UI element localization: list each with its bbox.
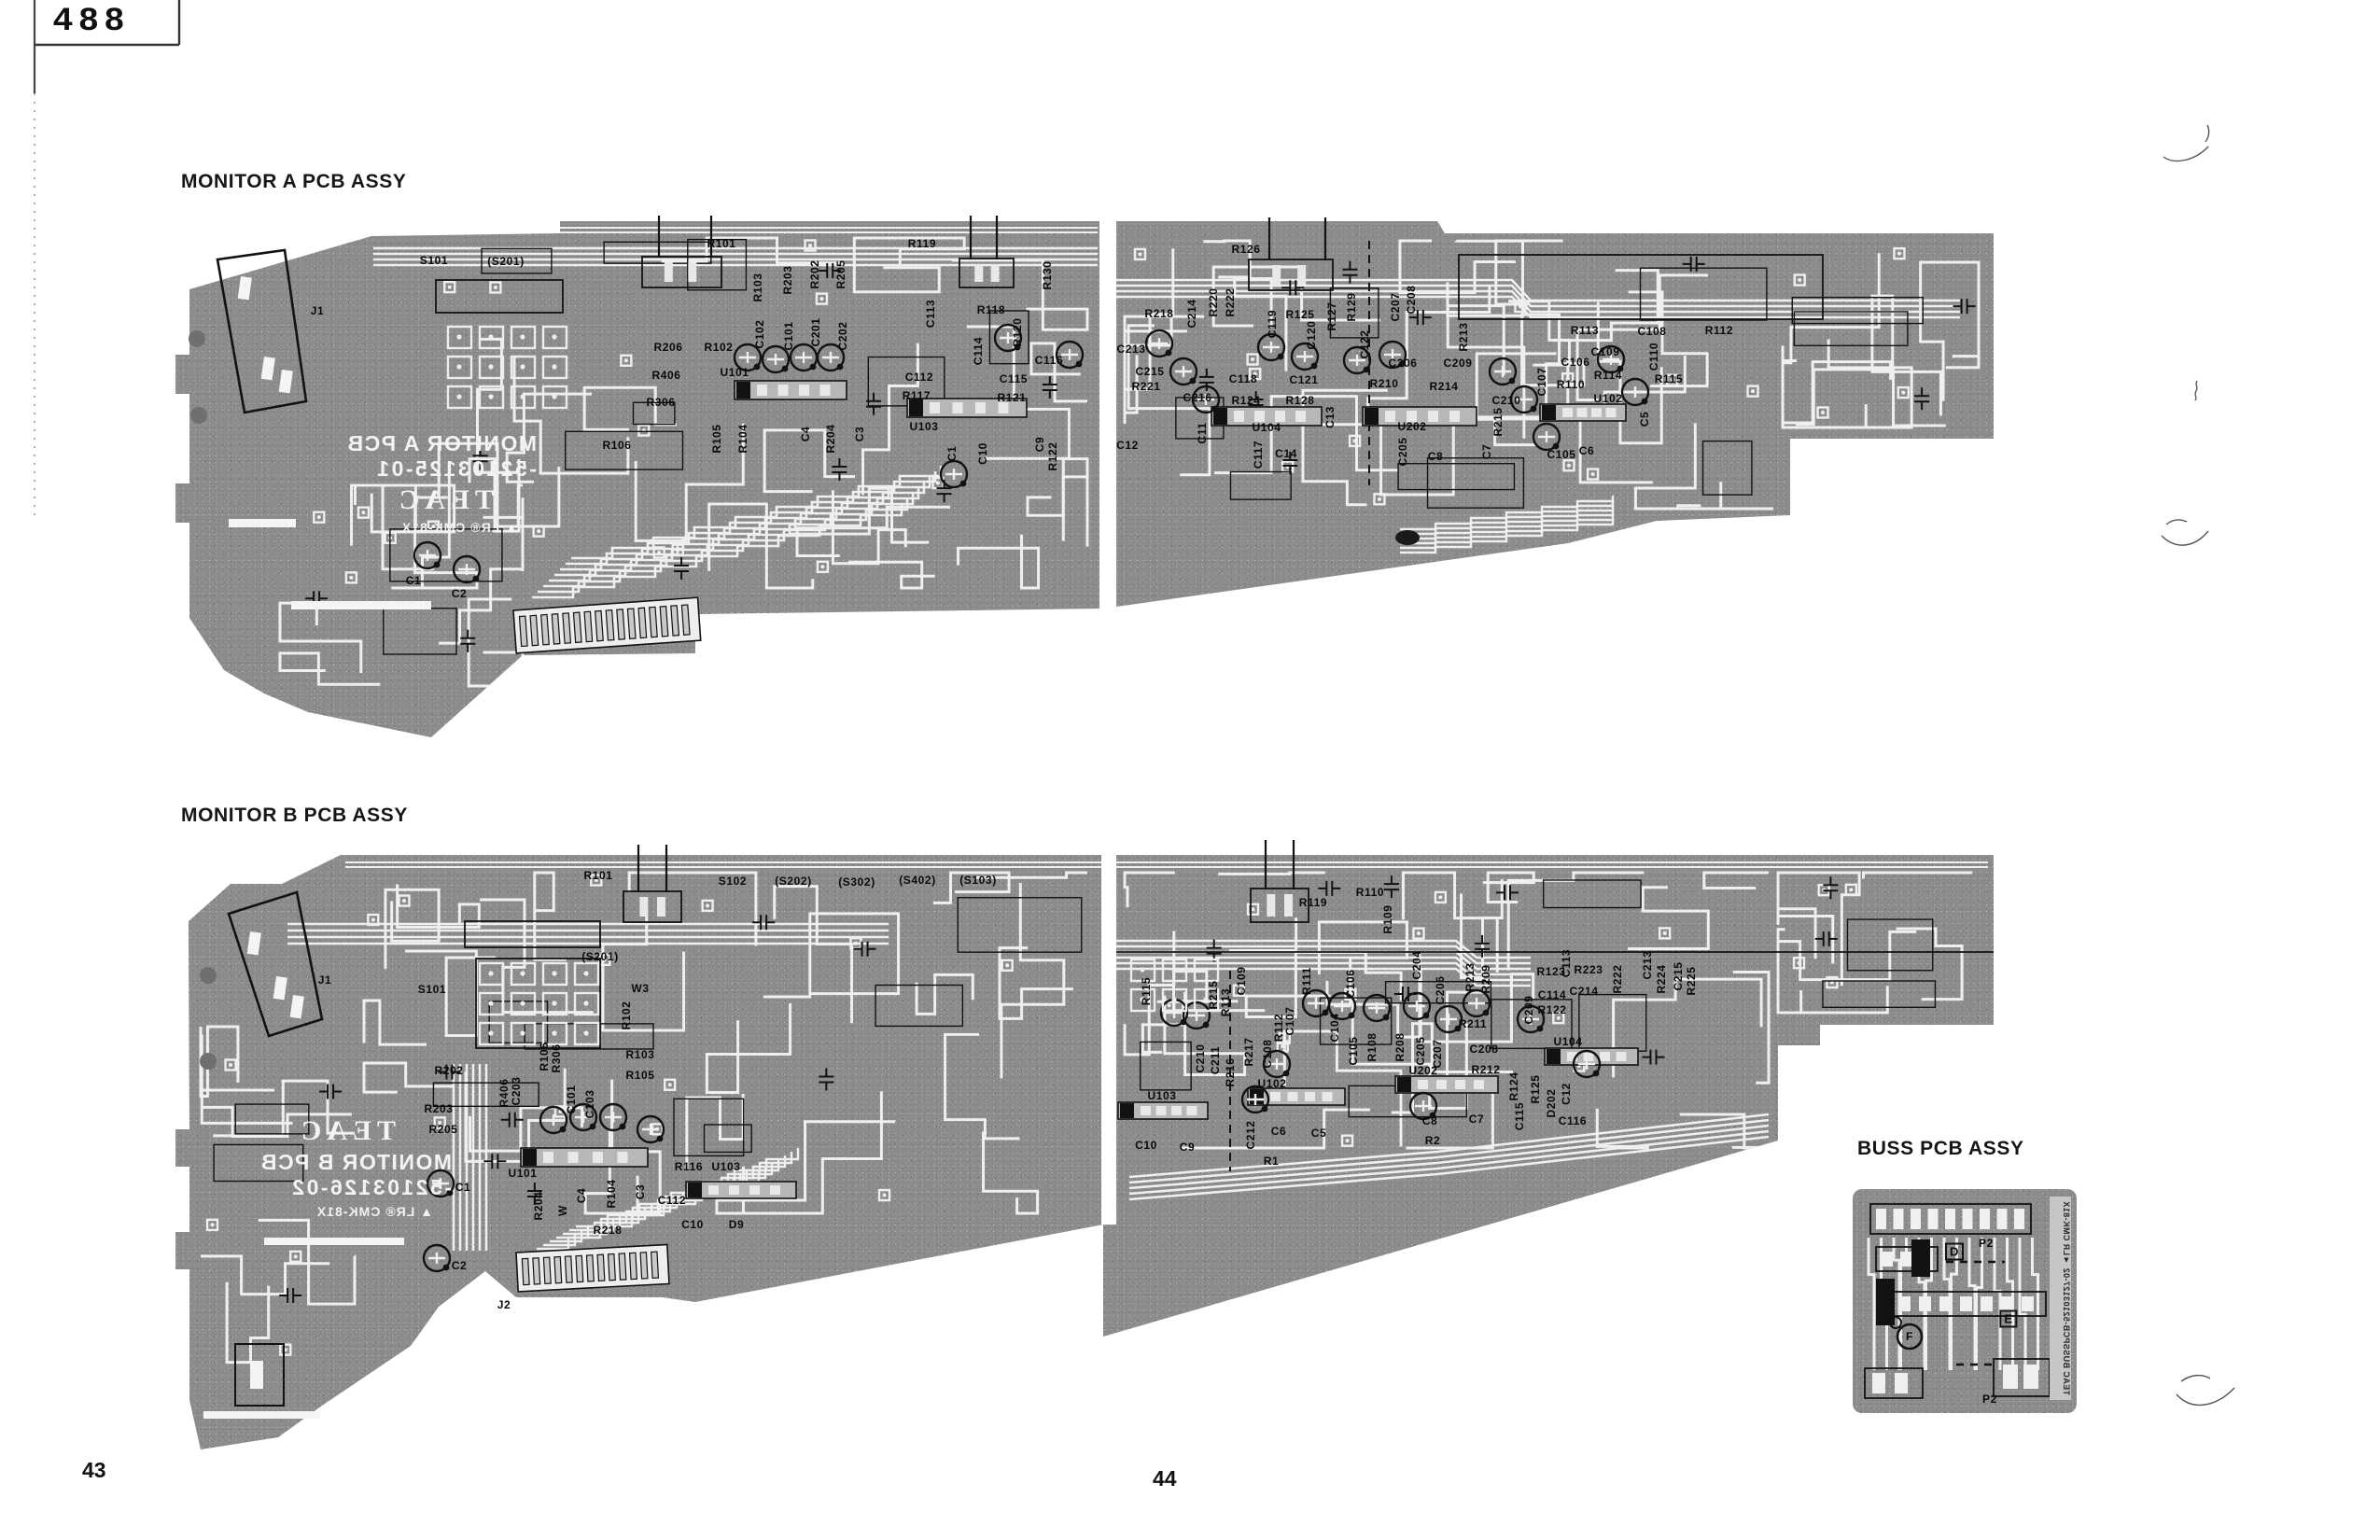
page-number-left: 43 <box>82 1458 106 1482</box>
silkscreen-text-b: TEAC MONITOR B PCB -52103126-02 ▲ LR® CM… <box>239 1113 452 1219</box>
silkscreen-b-brand: TEAC <box>295 1115 396 1146</box>
buss-trace-art <box>1864 1203 2051 1399</box>
silkscreen-a-line1: MONITOR A PCB <box>346 431 537 455</box>
silkscreen-a-brand: TEAC <box>393 484 494 515</box>
silkscreen-a-cert: ▲ LR® CMK-81X <box>400 520 518 535</box>
silkscreen-text-buss: TEAC BUSSPCB-52103127-02 ▲LR CMK-81X <box>2050 1197 2071 1400</box>
silkscreen-a-line2: -52103125-01 <box>374 456 537 481</box>
page-split-gap <box>1099 213 1116 616</box>
silkscreen-b-line2: -52103126-02 <box>289 1175 452 1199</box>
buss-board <box>1853 1189 2077 1413</box>
silkscreen-b-line1: MONITOR B PCB <box>259 1150 452 1174</box>
monitor-b-trace-art <box>199 861 1988 1365</box>
monitor-a-title: MONITOR A PCB ASSY <box>181 171 407 192</box>
buss-title: BUSS PCB ASSY <box>1857 1138 2024 1159</box>
monitor-b-title: MONITOR B PCB ASSY <box>181 805 408 826</box>
component-label: J2 <box>497 1298 511 1311</box>
silkscreen-text-a: MONITOR A PCB -52103125-01 TEAC ▲ LR® CM… <box>317 431 537 535</box>
silkscreen-buss-cert: ▲LR CMK-81X <box>2062 1201 2071 1266</box>
silkscreen-b-cert: ▲ LR® CMK-81X <box>315 1204 433 1219</box>
page-split-gap <box>1101 847 1116 1225</box>
silkscreen-buss-id: TEAC BUSSPCB-52103127-02 <box>2062 1267 2071 1395</box>
page-number-right: 44 <box>1153 1466 1177 1491</box>
scan-artifact <box>2161 124 2235 1407</box>
doc-number-badge: 488 <box>53 1 131 37</box>
